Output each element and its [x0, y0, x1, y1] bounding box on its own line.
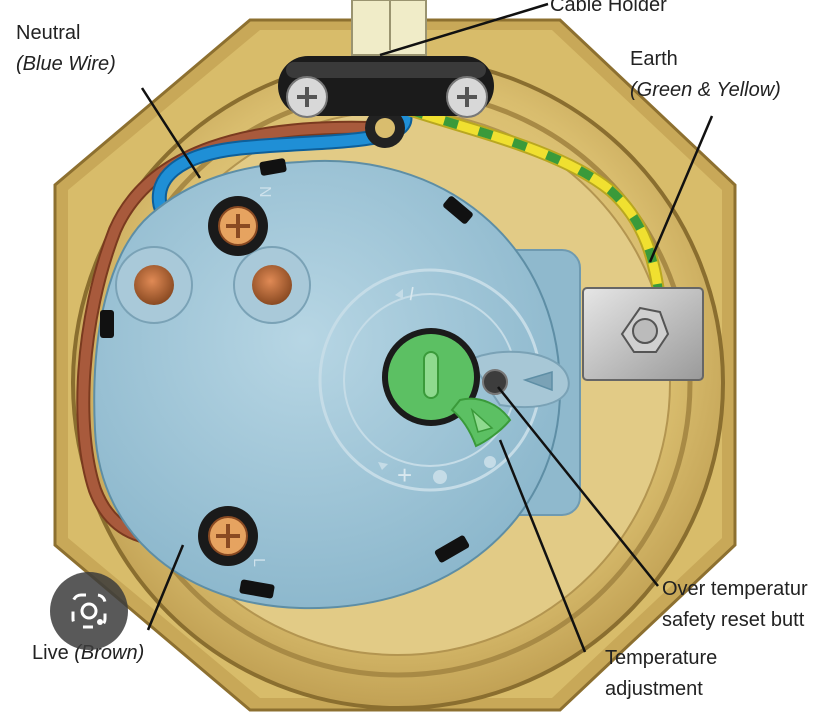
cable-holder-label: Cable Holder — [550, 0, 667, 21]
dial-minus-mark: – — [396, 284, 425, 302]
neutral-leader — [140, 87, 202, 179]
dial-plus-mark: + — [397, 460, 412, 490]
earth-label: Earth (Green & Yellow) — [630, 44, 781, 106]
terminal-post-left — [115, 246, 193, 324]
cable-holder-label-text: Cable Holder — [550, 0, 667, 16]
temperature-adjustment-knob — [382, 328, 512, 448]
neutral-terminal-screw — [208, 196, 268, 256]
thermostat-plate — [93, 159, 562, 610]
earth-label-sub: (Green & Yellow) — [630, 79, 781, 101]
earth-terminal-plate — [582, 287, 704, 381]
earth-leader — [648, 115, 714, 263]
lens-search-icon — [71, 593, 107, 629]
neutral-label-text: Neutral — [16, 22, 81, 44]
temp-adjust-leader — [498, 439, 587, 653]
clamp-screw-left — [286, 76, 328, 118]
over-temperature-line2: safety reset butt — [662, 609, 805, 631]
clamp-screw-right — [446, 76, 488, 118]
lens-search-button[interactable] — [50, 572, 128, 650]
over-temperature-reset-button — [482, 369, 508, 395]
over-temperature-line1: Over temperatur — [662, 578, 808, 600]
temperature-adjustment-line2: adjustment — [605, 678, 703, 700]
cable-holder-leader — [379, 2, 549, 57]
live-label-text: Live — [32, 642, 69, 664]
live-terminal-mark: L — [250, 558, 267, 567]
earth-label-text: Earth — [630, 48, 678, 70]
neutral-label: Neutral (Blue Wire) — [16, 18, 116, 80]
live-leader — [146, 544, 185, 631]
neutral-label-sub: (Blue Wire) — [16, 53, 116, 75]
over-temp-leader — [497, 386, 659, 587]
temperature-adjustment-line1: Temperature — [605, 647, 718, 669]
neutral-terminal-mark: N — [256, 186, 273, 198]
live-terminal-screw — [198, 506, 258, 566]
temperature-adjustment-label: Temperature adjustment — [605, 643, 717, 705]
over-temperature-label: Over temperatur safety reset butt — [662, 574, 808, 636]
terminal-post-right — [233, 246, 311, 324]
